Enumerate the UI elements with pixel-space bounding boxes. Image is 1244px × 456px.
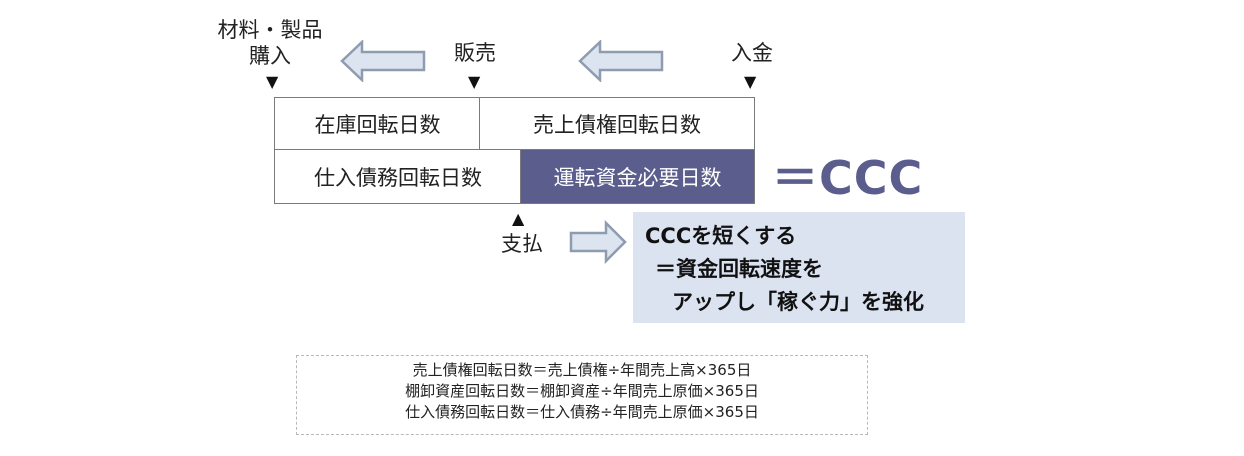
purchase-label-line1: 材料・製品 xyxy=(217,18,323,42)
callout-box: CCCを短くする ＝資金回転速度を アップし「稼ぐ力」を強化 xyxy=(633,212,965,323)
flow-arrow-left-1 xyxy=(340,40,426,82)
flow-arrow-right xyxy=(569,220,627,264)
formula-receivables: 売上債権回転日数＝売上債権÷年間売上高×365日 xyxy=(412,361,752,379)
receipt-marker: ▼ xyxy=(744,72,757,91)
flow-arrow-left-2 xyxy=(578,40,664,82)
purchase-label-line2: 購入 xyxy=(249,44,291,68)
formula-payables: 仕入債務回転日数＝仕入債務÷年間売上原価×365日 xyxy=(405,403,759,421)
working-capital-days-cell: 運転資金必要日数 xyxy=(520,149,755,204)
formula-box: 売上債権回転日数＝売上債権÷年間売上高×365日 棚卸資産回転日数＝棚卸資産÷年… xyxy=(296,355,868,435)
inventory-days-cell: 在庫回転日数 xyxy=(274,97,481,150)
callout-line-1: CCCを短くする xyxy=(645,224,797,248)
formula-inventory: 棚卸資産回転日数＝棚卸資産÷年間売上原価×365日 xyxy=(405,382,759,400)
ccc-equation: ＝CCC xyxy=(772,151,924,205)
sales-marker: ▼ xyxy=(468,72,481,91)
payables-days-cell: 仕入債務回転日数 xyxy=(274,149,522,204)
sales-label: 販売 xyxy=(454,41,496,65)
payment-label: 支払 xyxy=(501,232,543,256)
callout-line-2: ＝資金回転速度を xyxy=(655,257,823,281)
purchase-label: 材料・製品 購入 xyxy=(212,17,328,69)
purchase-marker: ▼ xyxy=(266,72,279,91)
receipt-label: 入金 xyxy=(731,41,773,65)
payment-marker: ▲ xyxy=(512,209,525,228)
callout-line-3: アップし「稼ぐ力」を強化 xyxy=(672,290,924,314)
receivables-days-cell: 売上債権回転日数 xyxy=(479,97,755,150)
